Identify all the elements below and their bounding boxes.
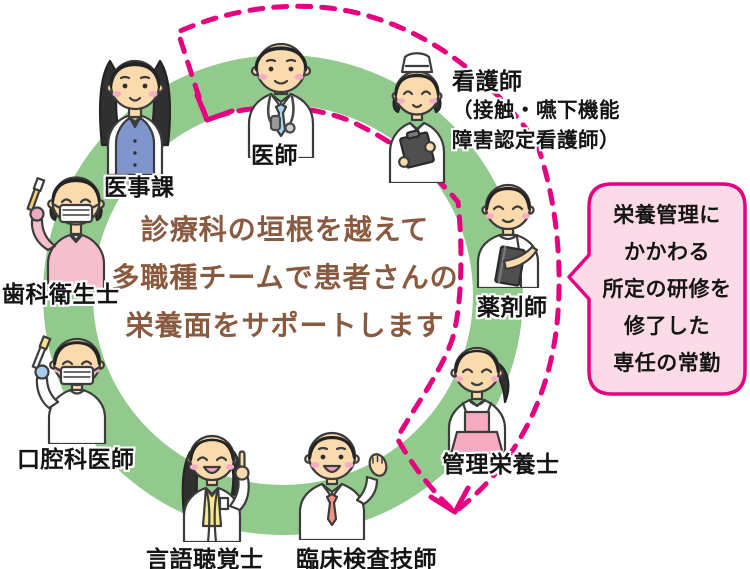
doctor-illustration [233, 26, 329, 158]
callout-bubble [567, 182, 747, 396]
speech-therapist-illustration [168, 418, 258, 542]
label-dental-hygienist: 歯科衛生士 [2, 281, 120, 307]
center-message-line-1: 診療科の垣根を越えて [140, 214, 430, 245]
label-oral-physician: 口腔科医師 [17, 446, 135, 472]
dashed-outline-tip-top [194, 92, 235, 123]
callout-line-3: 所定の研修を [602, 278, 732, 301]
label-nurse-title: 看護師 [452, 68, 523, 94]
callout-line-4: 修了した [624, 315, 710, 338]
label-nurse-subline-2: 障害認定看護師） [452, 129, 620, 152]
oral-physician-illustration [25, 320, 123, 444]
label-speech-therapist: 言語聴覚士 [146, 546, 264, 569]
label-nurse: 看護師 （接触・嚥下機能 障害認定看護師） [452, 66, 620, 156]
medical-affairs-clerk-illustration [84, 25, 186, 175]
pharmacist-illustration [466, 166, 550, 288]
registered-dietitian-illustration [433, 328, 521, 454]
center-message: 診療科の垣根を越えて 多職種チームで患者さんの 栄養面をサポートします [70, 206, 500, 350]
center-message-line-3: 栄養面をサポートします [125, 310, 445, 341]
dental-hygienist-illustration [16, 146, 128, 292]
center-message-line-2: 多職種チームで患者さんの [111, 262, 459, 293]
nurse-illustration [378, 50, 456, 183]
clinical-lab-technician-illustration [286, 416, 400, 540]
label-clinical-lab-technician: 臨床検査技師 [296, 546, 437, 569]
callout-line-5: 専任の常勤 [613, 352, 721, 375]
label-doctor: 医師 [251, 142, 298, 168]
callout-line-1: 栄養管理に [613, 204, 721, 227]
dashed-outline-tip-bottom [428, 485, 471, 515]
label-registered-dietitian: 管理栄養士 [442, 451, 560, 477]
callout-text: 栄養管理に かかわる 所定の研修を 修了した 専任の常勤 [591, 197, 743, 382]
label-pharmacist: 薬剤師 [477, 294, 548, 320]
certified-group-dashed-outline [174, 3, 562, 516]
callout-line-2: かかわる [624, 241, 710, 264]
label-nurse-subline-1: （接触・嚥下機能 [452, 99, 620, 122]
label-medical-affairs-division: 医事課 [104, 174, 175, 200]
